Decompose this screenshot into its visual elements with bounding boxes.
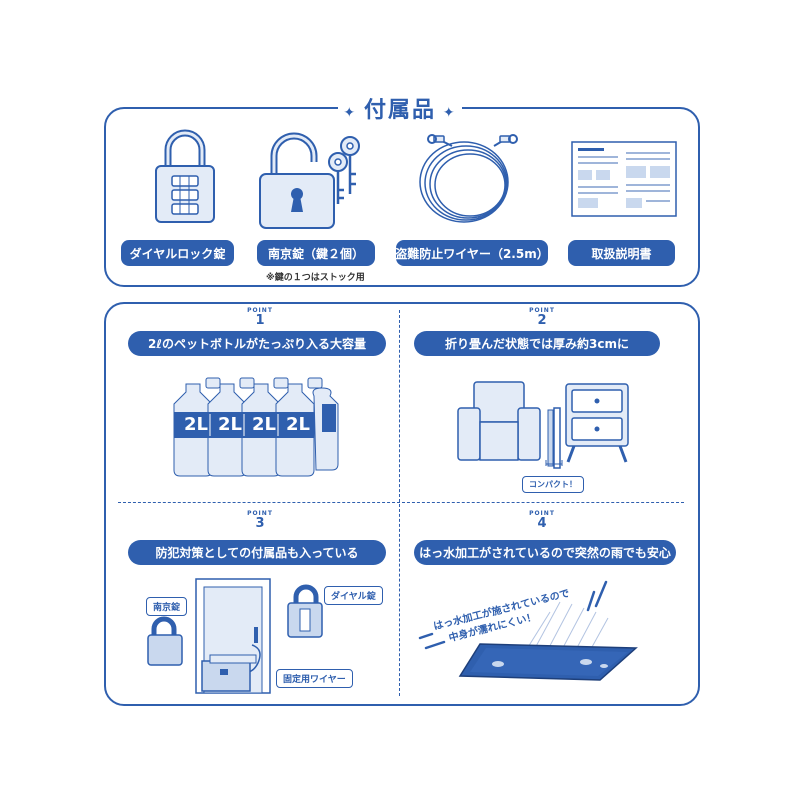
grid-divider-vertical <box>399 310 400 696</box>
door-with-locks-icon <box>147 578 323 694</box>
title-background <box>338 94 462 124</box>
point-label: POINT <box>247 510 273 517</box>
accessory-label-wire: 盗難防止ワイヤー（2.5m） <box>395 240 549 266</box>
sofa-and-cabinet-icon <box>457 381 629 469</box>
point-label: POINT <box>529 307 555 314</box>
wire-coil-icon <box>419 134 518 223</box>
point-2-headline: 折り畳んだ状態では厚み約3cmに <box>414 331 660 356</box>
rain-on-mat-icon <box>418 580 638 681</box>
point-number-4: POINT 4 <box>527 510 557 530</box>
point-number-text: 3 <box>255 516 265 531</box>
title-sparkle-left-icon: ✦ <box>343 105 364 121</box>
point-number-text: 4 <box>537 516 547 531</box>
bottle-label-4: 2L <box>286 414 310 435</box>
bottle-label-2: 2L <box>218 414 242 435</box>
padlock-tag: 南京錠 <box>146 597 188 616</box>
point-number-1: POINT 1 <box>245 307 275 327</box>
point-1-headline: 2ℓのペットボトルがたっぷり入る大容量 <box>128 331 386 356</box>
title-sparkle-right-icon: ✦ <box>436 105 457 121</box>
accessories-title: ✦ 付属品 ✦ <box>0 92 800 124</box>
point-number-3: POINT 3 <box>245 510 275 530</box>
padlock-with-keys-icon <box>259 132 360 229</box>
dial-lock-tag: ダイヤル錠 <box>324 586 383 605</box>
point-3-headline: 防犯対策としての付属品も入っている <box>128 540 386 565</box>
point-4-headline: はっ水加工がされているので突然の雨でも安心 <box>414 540 676 565</box>
point-number-text: 2 <box>537 313 547 328</box>
point-number-2: POINT 2 <box>527 307 557 327</box>
spare-key-note: ※鍵の１つはストック用 <box>266 273 365 283</box>
accessories-title-text: 付属品 <box>363 98 436 123</box>
manual-icon <box>571 141 677 217</box>
compact-tag: コンパクト！ <box>522 476 584 493</box>
accessory-label-dial-lock: ダイヤルロック錠 <box>121 240 234 266</box>
dial-lock-icon <box>155 129 215 223</box>
point-label: POINT <box>247 307 273 314</box>
point-number-text: 1 <box>255 313 265 328</box>
wire-tag: 固定用ワイヤー <box>276 669 353 688</box>
bottle-label-1: 2L <box>184 414 208 435</box>
accessory-label-manual: 取扱説明書 <box>568 240 675 266</box>
grid-divider-horizontal <box>118 502 684 503</box>
point-label: POINT <box>529 510 555 517</box>
accessory-label-padlock: 南京錠（鍵２個） <box>257 240 375 266</box>
bottle-label-3: 2L <box>252 414 276 435</box>
water-bottles-icon <box>173 377 339 477</box>
